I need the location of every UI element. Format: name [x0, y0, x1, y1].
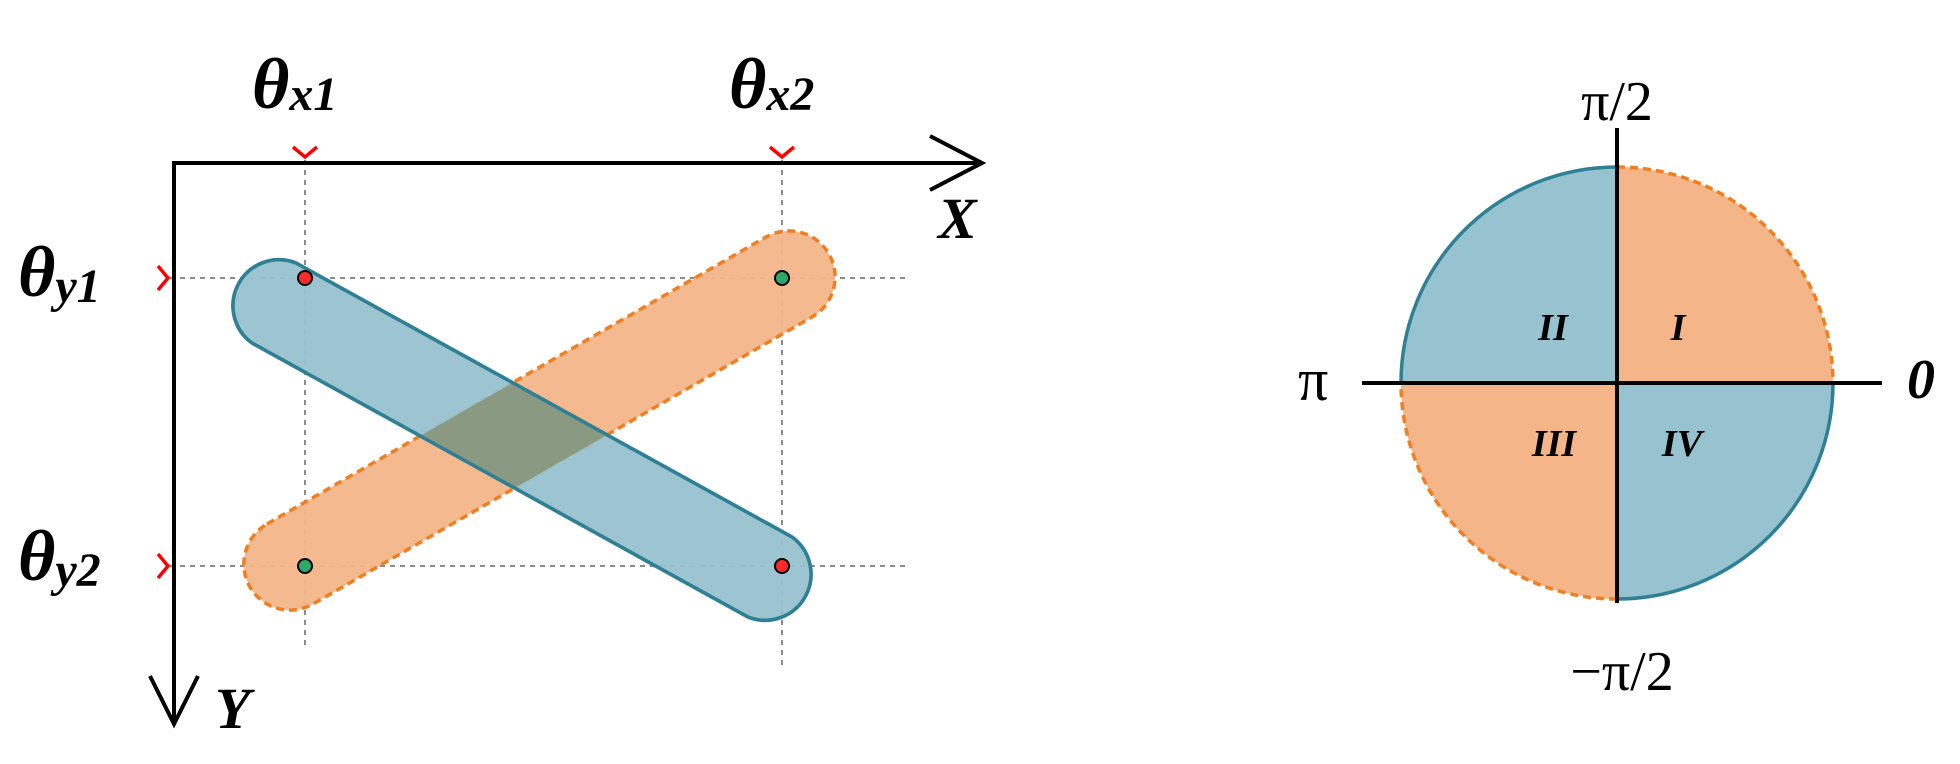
- angle-label-top: π/2: [1581, 71, 1653, 133]
- red-dot-bottom-right: [774, 558, 790, 574]
- y-axis-label: Y: [215, 676, 255, 741]
- arc-upper-right: [1616, 165, 1835, 384]
- quadrant-label-1: I: [1670, 307, 1687, 349]
- theta-y1-label: θy1: [18, 232, 101, 313]
- left-labels: θx1 θx2 θy1 θy2 X Y: [18, 44, 978, 741]
- tick-markers: [156, 145, 796, 580]
- tick-marker-y1: [156, 264, 171, 292]
- quadrant-label-2: II: [1537, 307, 1569, 349]
- theta-y2-label: θy2: [18, 516, 101, 597]
- right-diagram: π/2 −π/2 π 0 I II III IV: [1298, 71, 1935, 703]
- left-diagram: θx1 θx2 θy1 θy2 X Y: [18, 44, 987, 741]
- quadrant-1-fill: [1617, 167, 1833, 383]
- arc-lower-left: [1399, 382, 1618, 601]
- axes: [148, 134, 987, 729]
- x-axis-arrowhead: [929, 134, 987, 192]
- quadrant-label-4: IV: [1661, 423, 1705, 465]
- tick-marker-x1: [291, 145, 319, 160]
- endpoint-dots: [297, 270, 790, 574]
- quadrant-3-fill: [1401, 383, 1617, 599]
- blue-capsule-outline: [231, 257, 813, 623]
- angle-label-bottom: −π/2: [1570, 641, 1673, 703]
- red-dot-top-left: [297, 270, 313, 286]
- green-dot-bottom-left: [297, 558, 313, 574]
- theta-x2-label: θx2: [729, 44, 814, 124]
- quadrant-4-fill: [1617, 383, 1833, 599]
- x-axis-label: X: [936, 186, 978, 251]
- angle-label-right: 0: [1907, 349, 1935, 411]
- arc-upper-left: [1399, 165, 1618, 384]
- y-axis-arrowhead: [148, 675, 200, 729]
- theta-x1-label: θx1: [252, 44, 337, 124]
- quadrant-label-3: III: [1531, 423, 1578, 465]
- arc-lower-right: [1616, 382, 1835, 601]
- tick-marker-x2: [768, 145, 796, 160]
- green-dot-top-right: [774, 270, 790, 286]
- angle-label-left: π: [1298, 347, 1328, 413]
- tick-marker-y2: [156, 552, 171, 580]
- quadrant-2-fill: [1401, 167, 1617, 383]
